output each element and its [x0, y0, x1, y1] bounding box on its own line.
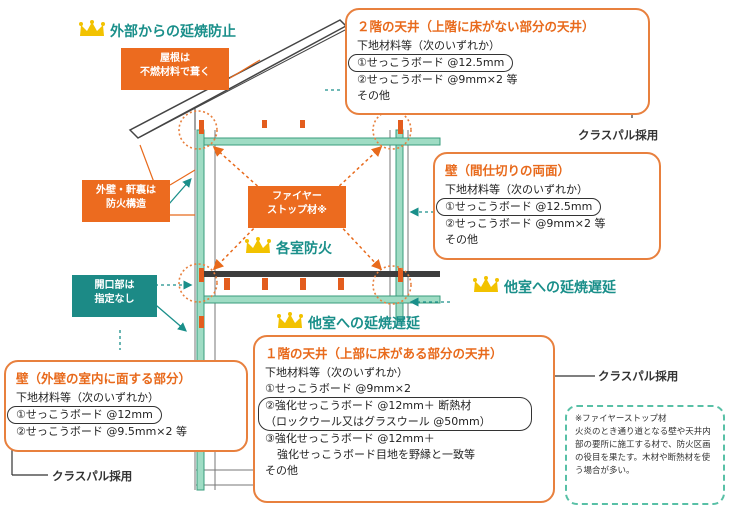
box-ceiling-1f-opt2-oval: ②強化せっこうボード @12mm＋ 断熱材 （ロックウール又はグラスウール @5… [258, 397, 532, 431]
heading-other-room-right: 他室への延焼遅延 [472, 276, 616, 297]
box-ceiling-1f-opt3b: 強化せっこうボード目地を野縁と一致等 [277, 448, 475, 461]
firestop-note: ※ファイヤーストップ材 火炎のとき通り道となる壁や天井内部の要所に施工する材で、… [565, 405, 725, 505]
callout-top-right: クラスパル採用 [578, 128, 659, 142]
box-exterior-wall-sub: 下地材料等（次のいずれか） [16, 391, 159, 404]
crown-icon [473, 276, 499, 292]
crown-icon [277, 312, 303, 328]
opening-tag: 開口部は 指定なし [72, 275, 157, 317]
box-exterior-wall-opt2: ②せっこうボード @9.5mm×2 等 [16, 425, 187, 438]
box-ceiling-1f-other: その他 [265, 464, 298, 477]
box-ceiling-2f: ２階の天井（上階に床がない部分の天井） 下地材料等（次のいずれか） ①せっこうボ… [345, 8, 650, 115]
firestop-highlight-circles [178, 110, 412, 305]
heading-each-room: 各室防火 [244, 237, 332, 258]
tag-leaders [139, 59, 261, 216]
box-ceiling-2f-title: ２階の天井（上階に床がない部分の天井） [357, 19, 595, 34]
box-exterior-wall: 壁（外壁の室内に面する部分） 下地材料等（次のいずれか） ①せっこうボード @1… [4, 360, 248, 452]
firestop-blocks [199, 120, 403, 328]
crown-icon [245, 237, 271, 253]
box-ceiling-1f-sub: 下地材料等（次のいずれか） [265, 366, 408, 379]
box-partition: 壁（間仕切りの両面） 下地材料等（次のいずれか） ①せっこうボード @12.5m… [433, 152, 661, 260]
roof-tag: 屋根は 不燃材料で葺く [121, 48, 229, 90]
box-ceiling-1f-opt1: ①せっこうボード @9mm×2 [265, 382, 412, 395]
firestop-tag-line1: ファイヤー [272, 191, 322, 202]
box-ceiling-1f: １階の天井（上部に床がある部分の天井） 下地材料等（次のいずれか） ①せっこうボ… [253, 335, 555, 503]
wall-tag-line2: 防火構造 [106, 199, 146, 210]
heading-each-room-text: 各室防火 [276, 241, 332, 257]
roof-tag-line2: 不燃材料で葺く [140, 67, 210, 78]
box-partition-opt1: ①せっこうボード @12.5mm [436, 198, 602, 216]
box-partition-opt2: ②せっこうボード @9mm×2 等 [445, 217, 606, 230]
callout-bottom-left: クラスパル採用 [52, 469, 133, 483]
box-partition-title: 壁（間仕切りの両面） [445, 163, 571, 178]
box-ceiling-2f-opt2: ②せっこうボード @9mm×2 等 [357, 73, 518, 86]
box-partition-other: その他 [445, 233, 478, 246]
floor-beam [204, 271, 440, 277]
box-ceiling-1f-opt2b: （ロックウール又はグラスウール @50mm） [265, 415, 491, 428]
roof-tag-line1: 屋根は [160, 53, 190, 64]
heading-exterior-text: 外部からの延焼防止 [110, 24, 236, 40]
heading-other-room-center-text: 他室への延焼遅延 [308, 316, 420, 332]
opening-tag-line2: 指定なし [94, 294, 135, 305]
firestop-arrows [212, 145, 383, 271]
firestop-note-body: 火炎のとき通り道となる壁や天井内部の要所に施工する材で、防火区画の役目を果たす。… [575, 427, 711, 476]
wall-tag-line1: 外壁・軒裏は [96, 185, 156, 196]
box-ceiling-1f-title: １階の天井（上部に床がある部分の天井） [265, 346, 503, 361]
box-ceiling-1f-opt2a: ②強化せっこうボード @12mm＋ 断熱材 [265, 399, 472, 412]
crown-icon [79, 20, 105, 36]
box-ceiling-1f-opt3a: ③強化せっこうボード @12mm＋ [265, 432, 435, 445]
box-partition-sub: 下地材料等（次のいずれか） [445, 183, 588, 196]
box-ceiling-2f-sub: 下地材料等（次のいずれか） [357, 39, 500, 52]
wall-tag: 外壁・軒裏は 防火構造 [82, 180, 170, 222]
heading-exterior: 外部からの延焼防止 [78, 20, 236, 41]
firestop-tag-line2: ストップ材※ [267, 205, 327, 216]
callout-right-mid: クラスパル採用 [598, 369, 679, 383]
heading-other-room-right-text: 他室への延焼遅延 [504, 280, 616, 296]
box-exterior-wall-title: 壁（外壁の室内に面する部分） [16, 371, 192, 386]
firestop-note-title: ※ファイヤーストップ材 [575, 414, 667, 424]
box-ceiling-2f-other: その他 [357, 89, 390, 102]
opening-tag-line1: 開口部は [94, 280, 135, 291]
box-exterior-wall-opt1: ①せっこうボード @12mm [7, 406, 162, 424]
heading-other-room-center: 他室への延焼遅延 [276, 312, 420, 333]
firestop-tag: ファイヤー ストップ材※ [248, 186, 346, 228]
box-ceiling-2f-opt1: ①せっこうボード @12.5mm [348, 54, 514, 72]
